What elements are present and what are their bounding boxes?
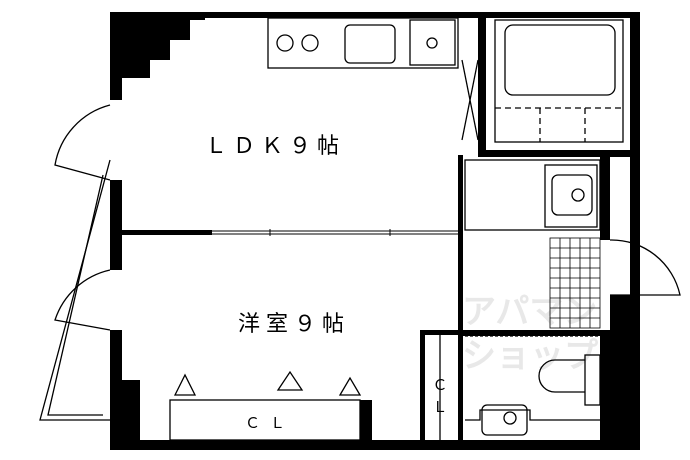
closet-label-small-c: Ｃ bbox=[432, 376, 448, 394]
walls bbox=[110, 12, 640, 450]
closet-label-small: Ｃ Ｌ bbox=[432, 374, 448, 418]
door-swing bbox=[54, 104, 681, 331]
washbasin bbox=[464, 159, 601, 231]
washer-pan bbox=[549, 237, 601, 329]
watermark-line-2: ショップ bbox=[462, 336, 598, 376]
room-label-ldk: ＬＤＫ９帖 bbox=[205, 134, 346, 159]
kitchen-counter bbox=[267, 17, 479, 141]
closet-main bbox=[169, 370, 362, 441]
toilet bbox=[465, 335, 601, 436]
sliding-door bbox=[212, 229, 460, 236]
closet-label-main: ＣＬ bbox=[245, 414, 296, 432]
watermark-line-1: アパマン bbox=[462, 292, 598, 332]
bathtub bbox=[494, 19, 624, 143]
room-label-western: 洋室９帖 bbox=[238, 312, 351, 337]
balcony bbox=[39, 159, 111, 421]
watermark: アパマン ショップ bbox=[462, 290, 662, 378]
closet-label-small-l: Ｌ bbox=[432, 398, 448, 416]
